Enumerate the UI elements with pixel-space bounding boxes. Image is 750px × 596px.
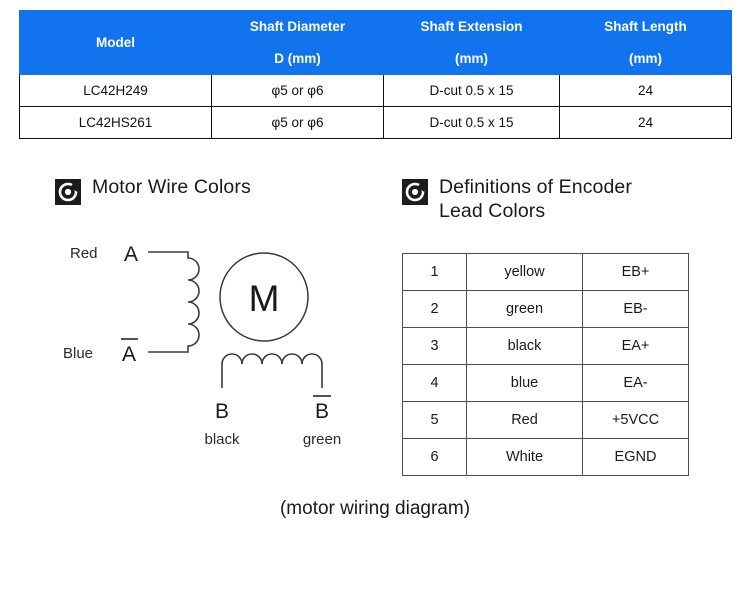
cell-signal-name: EA- [582, 364, 689, 402]
terminal-a-bar: A [122, 343, 136, 366]
cell-signal-name: EB- [582, 290, 689, 328]
table-header-row-1: Model Shaft Diameter Shaft Extension Sha… [19, 10, 732, 75]
encoder-lead-colors-table: 1 yellow EB+ 2 green EB- 3 black EA+ 4 b… [402, 253, 689, 476]
encoder-title-line-1: Definitions of Encoder [439, 176, 632, 198]
cell-shaft-extension: D-cut 0.5 x 15 [383, 74, 560, 107]
table-row: LC42H249 φ5 or φ6 D-cut 0.5 x 15 24 [19, 74, 732, 107]
header-shaft-diameter: Shaft Diameter [211, 10, 384, 43]
table-header-row-2: D (mm) (mm) (mm) [20, 42, 732, 75]
cell-lead-color: yellow [466, 253, 583, 291]
cell-shaft-length: 24 [559, 106, 732, 139]
table-row: 6 White EGND [402, 438, 689, 476]
cell-model: LC42HS261 [19, 106, 212, 139]
label-blue-wire: Blue [63, 345, 93, 362]
cell-shaft-diameter: φ5 or φ6 [211, 74, 384, 107]
motor-wire-colors-heading: Motor Wire Colors [55, 176, 251, 205]
label-green-wire: green [303, 431, 341, 448]
cell-signal-name: EB+ [582, 253, 689, 291]
cell-signal-name: EGND [582, 438, 689, 476]
table-row: 5 Red +5VCC [402, 401, 689, 439]
target-icon [402, 179, 428, 205]
motor-wiring-diagram: Red A Blue A M B black B green [60, 228, 390, 468]
cell-model: LC42H249 [19, 74, 212, 107]
cell-shaft-extension: D-cut 0.5 x 15 [383, 106, 560, 139]
cell-pin-number: 6 [402, 438, 467, 476]
header-unit-length: (mm) [559, 42, 732, 75]
header-shaft-extension: Shaft Extension [383, 10, 560, 43]
table-row: 4 blue EA- [402, 364, 689, 402]
terminal-a: A [124, 243, 138, 266]
label-black-wire: black [204, 431, 240, 448]
diagram-caption: (motor wiring diagram) [279, 498, 471, 519]
table-row: 2 green EB- [402, 290, 689, 328]
cell-lead-color: green [466, 290, 583, 328]
header-unit-diameter: D (mm) [211, 42, 384, 75]
motor-symbol-circle: M [219, 252, 309, 342]
table-row: 1 yellow EB+ [402, 253, 689, 291]
motor-wire-colors-title: Motor Wire Colors [92, 176, 251, 198]
cell-shaft-length: 24 [559, 74, 732, 107]
coil-a-symbol [148, 251, 200, 353]
terminal-b-bar: B [315, 400, 329, 423]
cell-signal-name: +5VCC [582, 401, 689, 439]
cell-pin-number: 3 [402, 327, 467, 365]
shaft-spec-table: Model Shaft Diameter Shaft Extension Sha… [19, 10, 732, 139]
header-model: Model [19, 10, 212, 75]
encoder-title-line-2: Lead Colors [439, 199, 546, 222]
cell-lead-color: blue [466, 364, 583, 402]
cell-pin-number: 1 [402, 253, 467, 291]
header-unit-extension: (mm) [383, 42, 560, 75]
cell-lead-color: black [466, 327, 583, 365]
cell-lead-color: Red [466, 401, 583, 439]
cell-pin-number: 4 [402, 364, 467, 402]
terminal-b: B [215, 400, 229, 423]
cell-shaft-diameter: φ5 or φ6 [211, 106, 384, 139]
cell-signal-name: EA+ [582, 327, 689, 365]
table-row: LC42HS261 φ5 or φ6 D-cut 0.5 x 15 24 [19, 106, 732, 139]
cell-lead-color: White [466, 438, 583, 476]
cell-pin-number: 5 [402, 401, 467, 439]
encoder-lead-colors-heading: Definitions of Encoder Lead Colors [402, 176, 702, 224]
coil-b-symbol [221, 353, 323, 388]
encoder-title-block: Definitions of Encoder Lead Colors [439, 176, 632, 224]
target-icon [55, 179, 81, 205]
header-shaft-length: Shaft Length [559, 10, 732, 43]
table-row: 3 black EA+ [402, 327, 689, 365]
label-red-wire: Red [70, 245, 98, 262]
motor-symbol-letter: M [249, 278, 280, 319]
cell-pin-number: 2 [402, 290, 467, 328]
